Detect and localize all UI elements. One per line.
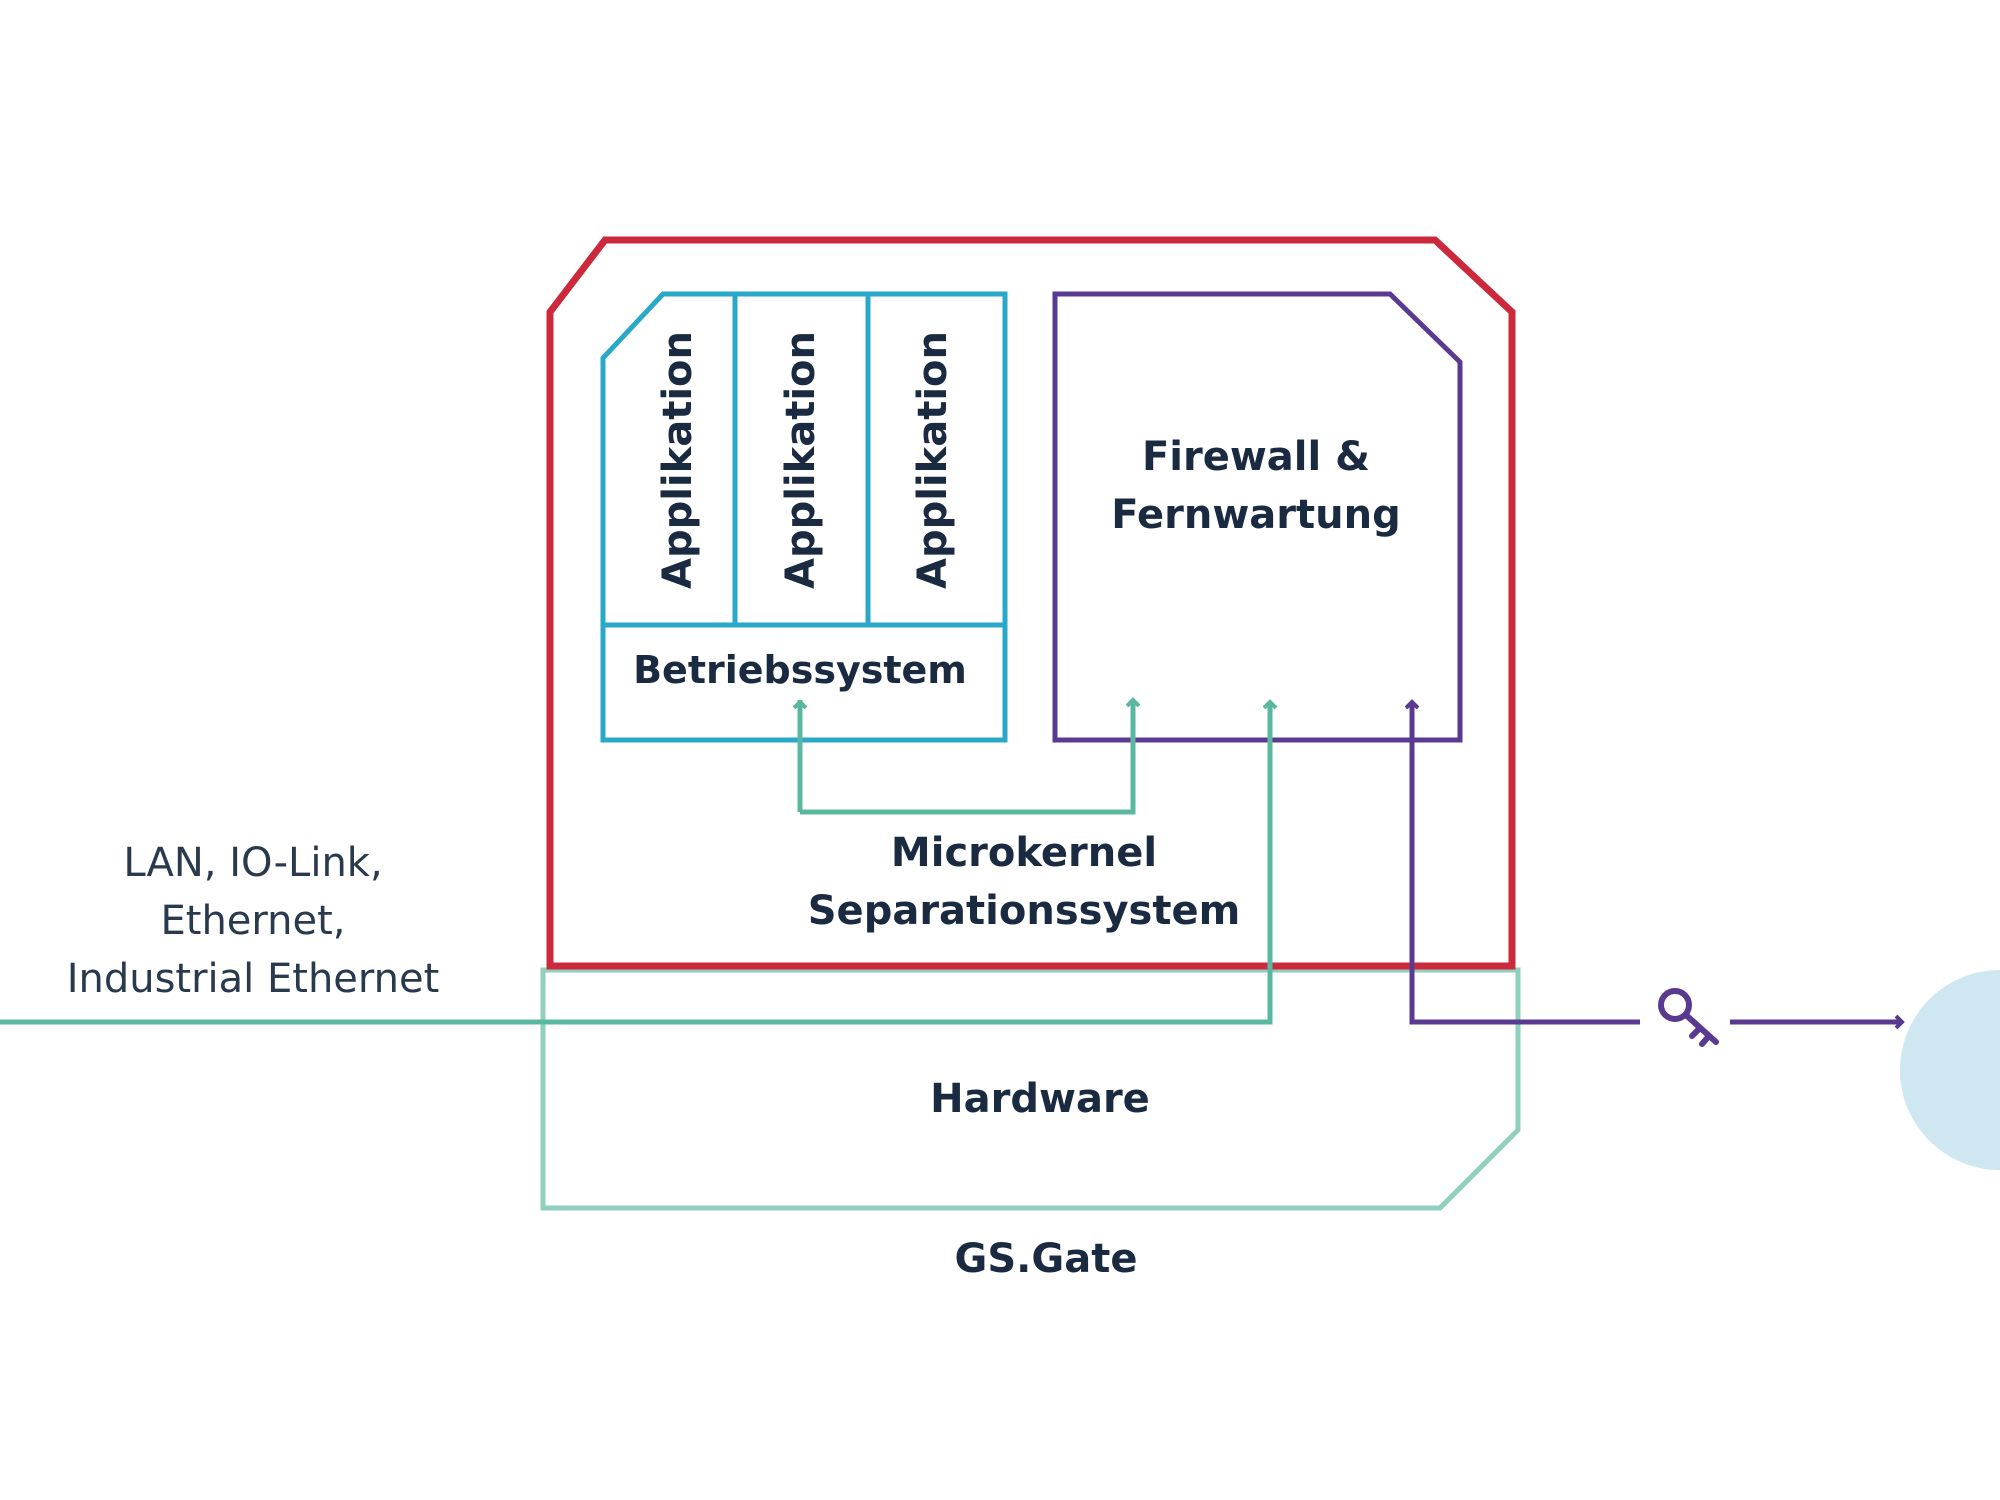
key-icon: [1658, 988, 1719, 1047]
application-label-1: Applikation: [655, 331, 701, 589]
hardware-box: [540, 967, 1521, 1211]
network-label-line1: LAN, IO-Link,: [123, 840, 382, 886]
remote-maintenance-line-in: [1412, 702, 1640, 1025]
application-label-3: Applikation: [910, 331, 956, 589]
network-input-line: [0, 702, 1270, 1025]
application-label-2: Applikation: [778, 331, 824, 589]
os-firewall-connector: [797, 700, 1133, 815]
device-name-label: GS.Gate: [955, 1236, 1138, 1282]
microkernel-box: [546, 236, 1516, 970]
cloud-endpoint-circle: [1900, 970, 2000, 1170]
os-label: Betriebssystem: [633, 648, 967, 692]
application-stack-outline: [600, 291, 1008, 743]
hardware-label: Hardware: [930, 1076, 1150, 1122]
firewall-label-line2: Fernwartung: [1111, 492, 1400, 538]
microkernel-label-line1: Microkernel: [891, 830, 1157, 876]
firewall-box: [1052, 291, 1463, 743]
network-label-line3: Industrial Ethernet: [67, 956, 440, 1002]
network-label-line2: Ethernet,: [160, 898, 345, 944]
microkernel-label-line2: Separationssystem: [808, 888, 1241, 934]
firewall-label-line1: Firewall &: [1142, 434, 1370, 480]
application-stack: [600, 291, 1008, 743]
